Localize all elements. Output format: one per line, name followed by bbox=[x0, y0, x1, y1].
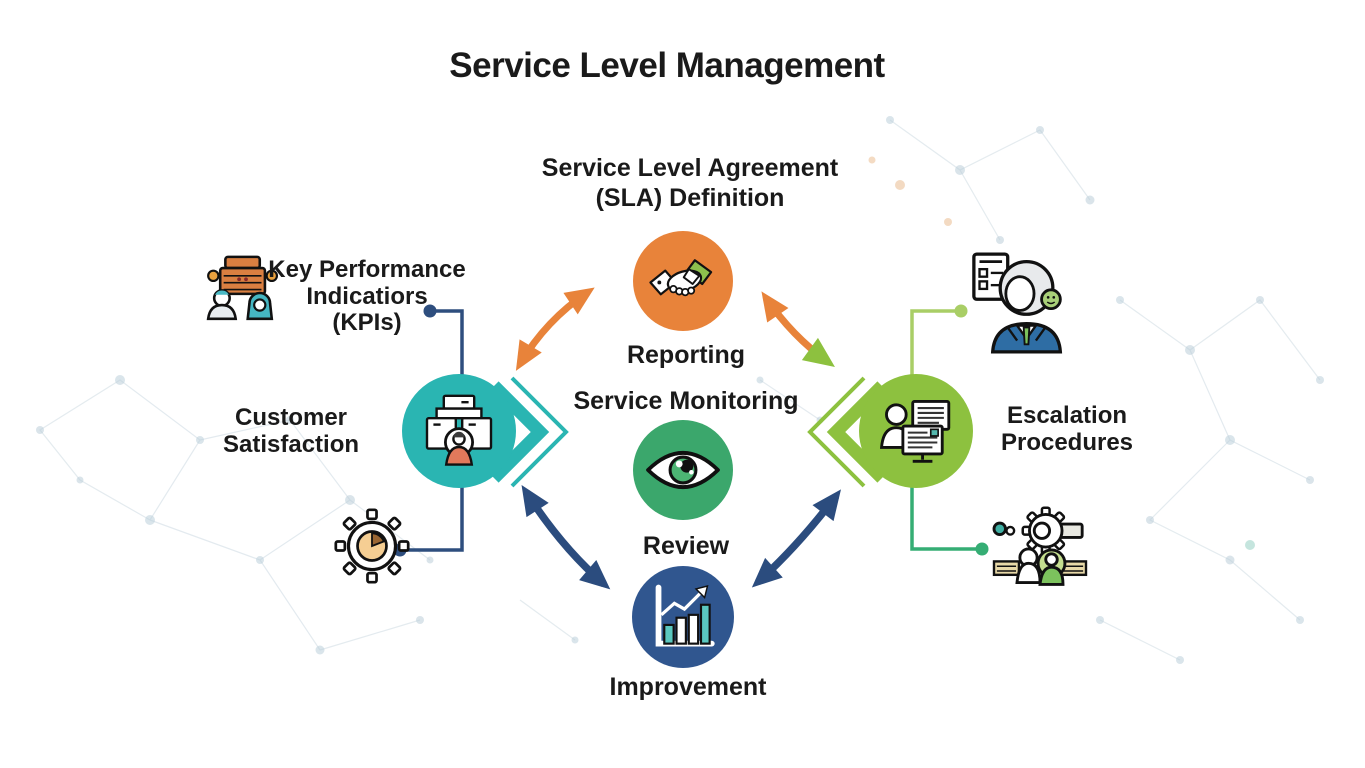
service-monitoring-node bbox=[633, 420, 733, 520]
connector-dot-team bbox=[975, 542, 989, 556]
improvement-node bbox=[632, 566, 734, 668]
arrow-customer-improvement bbox=[521, 485, 611, 590]
bar-chart-icon bbox=[655, 584, 715, 647]
customer-label-line2: Satisfaction bbox=[222, 431, 360, 458]
gear-team-icon bbox=[992, 502, 1088, 599]
connector-team-line bbox=[910, 484, 978, 551]
sla-label-line1: Service Level Agreement bbox=[541, 154, 839, 182]
service-monitoring-label: Service Monitoring bbox=[573, 387, 799, 415]
sla-definition-label: Service Level Agreement (SLA) Definition bbox=[542, 153, 838, 213]
customer-satisfaction-node bbox=[402, 374, 516, 488]
connector-dot-manager bbox=[954, 304, 968, 318]
improvement-label: Improvement bbox=[609, 673, 767, 701]
sla-definition-node bbox=[633, 231, 733, 331]
escalation-procedures-node bbox=[859, 374, 973, 488]
manager-checklist-icon bbox=[972, 252, 1066, 359]
teal-chevron-right-icon bbox=[489, 381, 550, 483]
accent-dots bbox=[868, 156, 1255, 550]
escalation-procedures-label: Escalation Procedures bbox=[1001, 402, 1133, 456]
kpi-label-line1: Key Performance bbox=[268, 256, 466, 283]
arrow-improvement-escalation bbox=[751, 489, 841, 588]
teal-chevron-thin-icon bbox=[510, 376, 569, 488]
gear-clock-icon bbox=[334, 506, 410, 591]
review-label: Review bbox=[642, 532, 730, 560]
lime-chevron-thin-icon bbox=[807, 376, 866, 488]
servers-person-icon bbox=[425, 394, 493, 466]
arrow-sla-escalation bbox=[761, 291, 835, 368]
connector-manager-line bbox=[910, 309, 957, 382]
reporting-label: Reporting bbox=[626, 341, 746, 369]
kpi-label: Key Performance Indicatiors (KPIs) bbox=[268, 256, 466, 337]
kpi-label-line2: Indicatiors bbox=[306, 282, 428, 310]
escalation-label-line2: Procedures bbox=[1000, 429, 1134, 456]
handshake-icon bbox=[649, 259, 713, 297]
kpi-label-line3: (KPIs) bbox=[332, 309, 402, 336]
customer-label-line1: Customer bbox=[234, 404, 348, 431]
eye-icon bbox=[646, 451, 720, 489]
plexus-lines bbox=[39, 119, 1321, 661]
connector-dot-kpi bbox=[423, 304, 437, 318]
page-title: Service Level Management bbox=[449, 46, 885, 85]
escalation-label-line1: Escalation bbox=[1006, 402, 1128, 429]
customer-satisfaction-label: Customer Satisfaction bbox=[223, 404, 359, 458]
person-monitor-icon bbox=[879, 400, 951, 463]
factory-people-icon bbox=[203, 252, 289, 339]
arrow-customer-sla bbox=[515, 287, 595, 371]
sla-label-line2: (SLA) Definition bbox=[595, 184, 785, 212]
